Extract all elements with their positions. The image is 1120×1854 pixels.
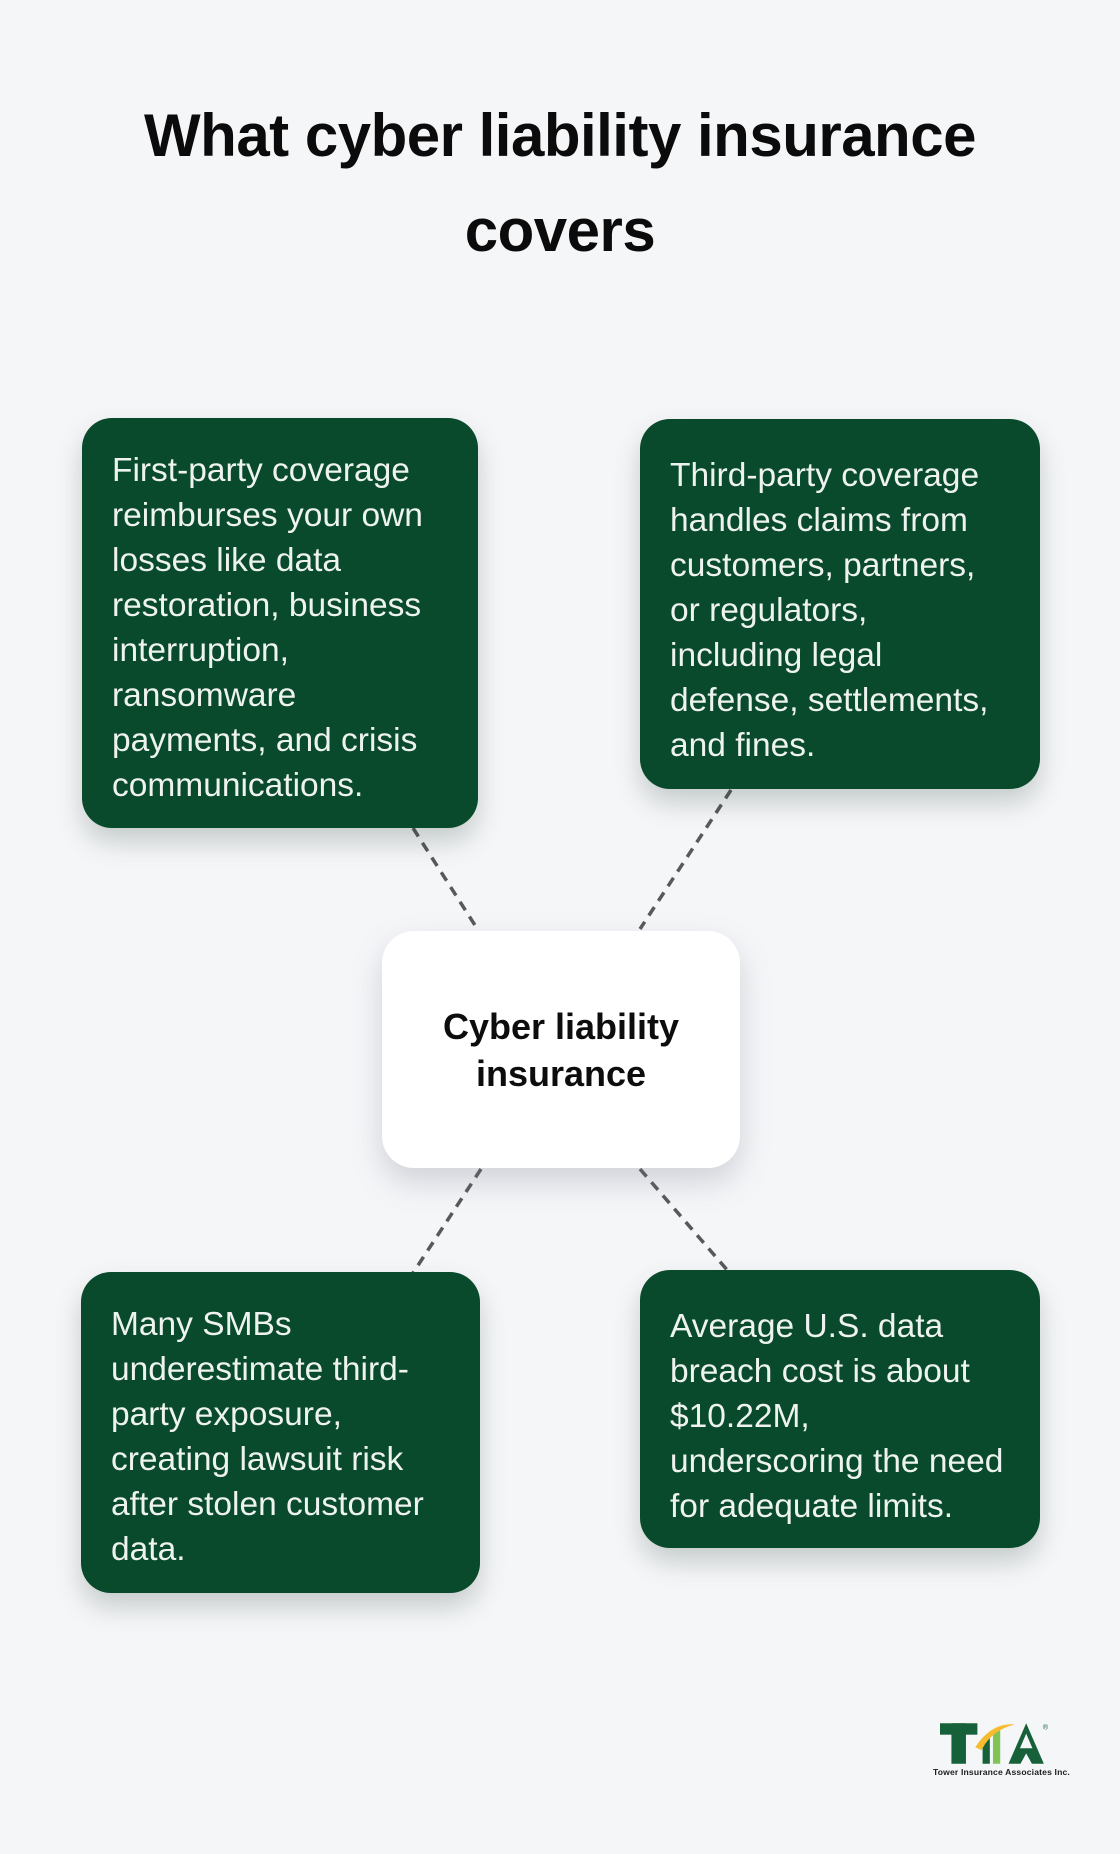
connector-bottom-left: [411, 1168, 483, 1274]
brand-company-name: Tower Insurance Associates Inc.: [933, 1767, 1070, 1777]
center-node: Cyber liability insurance: [382, 931, 740, 1168]
node-third-party-coverage: Third-party coverage handles claims from…: [640, 419, 1040, 789]
node-breach-cost: Average U.S. data breach cost is about $…: [640, 1270, 1040, 1548]
node-third-party-text: Third-party coverage handles claims from…: [670, 457, 989, 764]
connector-bottom-right: [638, 1167, 730, 1273]
node-breach-cost-text: Average U.S. data breach cost is about $…: [670, 1308, 1004, 1525]
tia-letter-i-light-bar: [992, 1726, 1001, 1764]
node-first-party-coverage: First-party coverage reimburses your own…: [82, 418, 478, 828]
connector-top-left: [411, 827, 480, 931]
node-smb-text: Many SMBs underestimate third- party exp…: [111, 1306, 424, 1568]
registered-mark: ®: [1043, 1723, 1048, 1732]
tia-letter-a: [1008, 1723, 1044, 1764]
node-first-party-text: First-party coverage reimburses your own…: [112, 452, 423, 804]
tia-swoosh: [975, 1724, 1015, 1751]
tia-logo-mark: ®: [940, 1723, 1048, 1764]
tia-letter-t-stem: [951, 1723, 966, 1764]
center-node-label: Cyber liability insurance: [442, 1005, 680, 1094]
brand-logo: TIA ® Tower Insurance Associates Inc.: [933, 1722, 1070, 1778]
node-smb-underestimate: Many SMBs underestimate third- party exp…: [81, 1272, 480, 1593]
page-title: What cyber liability insurance covers: [144, 102, 976, 264]
connector-top-right: [638, 789, 733, 930]
